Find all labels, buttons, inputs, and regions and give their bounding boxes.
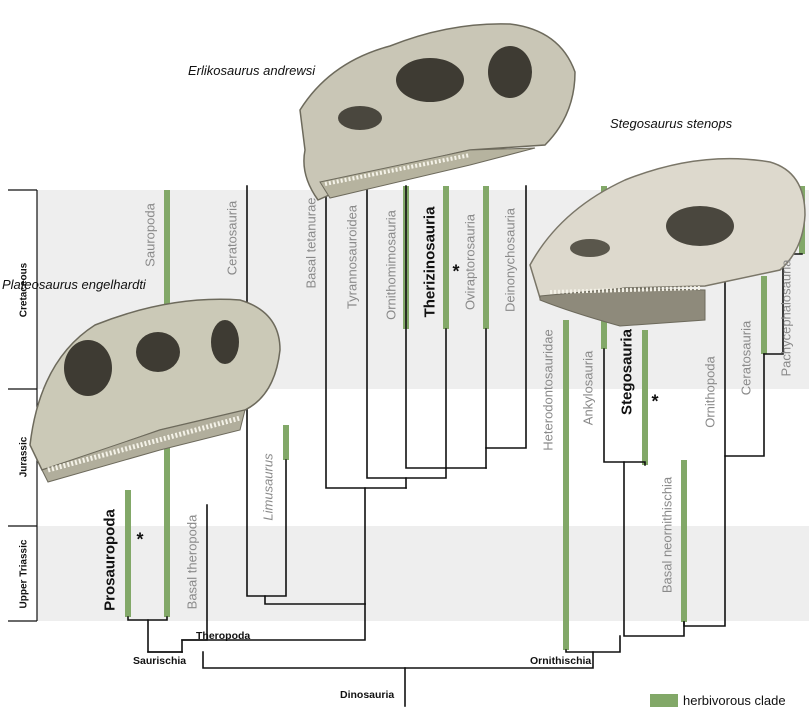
taxon-ornithopoda: Ornithopoda xyxy=(703,356,718,428)
taxon-tyrannosauroidea: Tyrannosauroidea xyxy=(345,205,360,309)
taxon-oviraptorosauria: Oviraptorosauria xyxy=(463,214,478,310)
taxon-pachycephalosauria: Pachycephalosauria xyxy=(779,259,794,376)
taxon-basal-neornithischia: Basal neornithischia xyxy=(660,477,675,593)
legend-swatch xyxy=(650,694,678,707)
bar-prosauropoda xyxy=(125,490,131,617)
bar-stegosauria xyxy=(642,330,648,465)
taxon-stegosauria: Stegosauria xyxy=(619,329,636,415)
period-label-upper-triassic: Upper Triassic xyxy=(19,540,30,609)
taxon-basal-tetanurae: Basal tetanurae xyxy=(304,197,319,288)
node-dinosauria: Dinosauria xyxy=(340,689,394,701)
node-saurischia: Saurischia xyxy=(133,655,186,667)
taxon-therizinosauria: Therizinosauria xyxy=(422,207,439,318)
bar-ceratosauria-ornithischian xyxy=(761,276,767,354)
period-label-jurassic: Jurassic xyxy=(19,437,30,478)
bar-limusaurus xyxy=(283,425,289,460)
taxon-limusaurus: Limusaurus xyxy=(261,453,276,520)
legend-label: herbivorous clade xyxy=(683,693,786,708)
bar-basal-neornithischia xyxy=(681,460,687,622)
taxon-basal-theropoda: Basal theropoda xyxy=(185,515,200,610)
asterisk-prosauropoda: * xyxy=(136,530,143,551)
species-erlikosaurus: Erlikosaurus andrewsi xyxy=(188,63,315,78)
bar-heterodontosauridae xyxy=(563,320,569,650)
species-stegosaurus: Stegosaurus stenops xyxy=(610,116,732,131)
taxon-ceratosauria-ornithischian: Ceratosauria xyxy=(739,321,754,395)
node-theropoda: Theropoda xyxy=(196,630,250,642)
skull-erlikosaurus xyxy=(300,24,575,200)
taxon-ornithomimosauria: Ornithomimosauria xyxy=(384,210,399,320)
node-ornithischia: Ornithischia xyxy=(530,655,591,667)
upper-triassic-band xyxy=(37,526,809,621)
bar-oviraptorosauria xyxy=(483,186,489,329)
asterisk-therizinosauria: * xyxy=(452,262,459,283)
legend: herbivorous clade xyxy=(650,693,786,708)
taxon-deinonychosauria: Deinonychosauria xyxy=(503,208,518,312)
taxon-heterodontosauridae: Heterodontosauridae xyxy=(541,329,556,450)
taxon-prosauropoda: Prosauropoda xyxy=(102,509,119,611)
bar-therizinosauria xyxy=(443,186,449,329)
taxon-ceratosauria-theropod: Ceratosauria xyxy=(225,201,240,275)
taxon-ankylosauria: Ankylosauria xyxy=(581,351,596,425)
taxon-sauropoda: Sauropoda xyxy=(143,203,158,267)
species-plateosaurus: Plateosaurus engelhardti xyxy=(2,277,146,292)
asterisk-stegosauria: * xyxy=(651,392,658,413)
